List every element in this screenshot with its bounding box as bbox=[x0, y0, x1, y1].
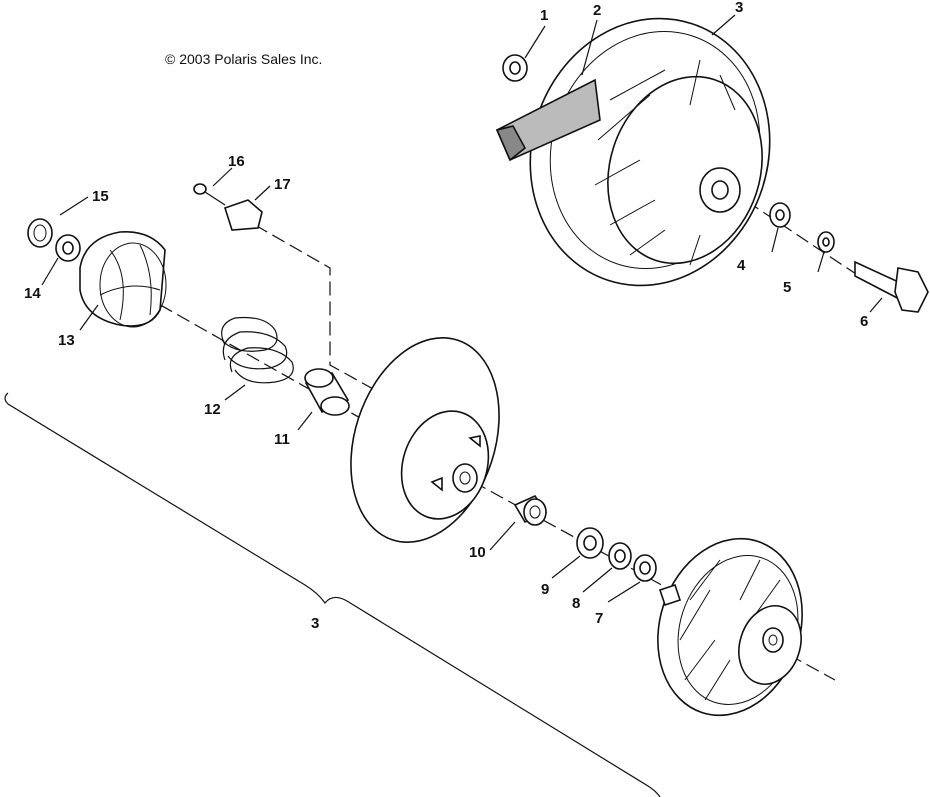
movable-sheave bbox=[350, 337, 500, 543]
callout-13: 13 bbox=[58, 332, 75, 349]
washer-part-7 bbox=[633, 554, 657, 582]
callout-7: 7 bbox=[595, 610, 603, 627]
bushing-part-10 bbox=[513, 494, 548, 526]
washer-part-4 bbox=[769, 202, 791, 228]
bolt-part-6 bbox=[854, 260, 929, 313]
callout-8: 8 bbox=[572, 595, 580, 612]
callout-6: 6 bbox=[860, 313, 868, 330]
lockwasher-part-5 bbox=[817, 231, 835, 253]
callout-5: 5 bbox=[783, 279, 791, 296]
callout-4: 4 bbox=[737, 257, 746, 274]
washer-part-14 bbox=[55, 234, 81, 262]
callout-9: 9 bbox=[541, 581, 549, 598]
washer-part-9 bbox=[576, 527, 604, 559]
helix-cam-part-13 bbox=[79, 231, 167, 328]
washer-part-8 bbox=[608, 542, 632, 570]
washer-part-1 bbox=[502, 54, 528, 82]
spring-part-12 bbox=[221, 316, 294, 384]
callout-17: 17 bbox=[274, 176, 291, 193]
callout-15: 15 bbox=[92, 188, 109, 205]
callout-12: 12 bbox=[204, 401, 221, 418]
callout-16: 16 bbox=[228, 153, 245, 170]
driven-sheave bbox=[529, 17, 771, 287]
snap-ring-part-15 bbox=[27, 218, 53, 248]
callout-10: 10 bbox=[469, 544, 486, 561]
copyright-notice: © 2003 Polaris Sales Inc. bbox=[165, 51, 323, 67]
drive-belt bbox=[495, 78, 601, 162]
bushing-part-11 bbox=[304, 368, 350, 416]
callout-1: 1 bbox=[540, 7, 548, 24]
leader-lines bbox=[41, 14, 883, 603]
callout-3: 3 bbox=[735, 0, 743, 16]
callout-14: 14 bbox=[24, 285, 41, 302]
fixed-sheave bbox=[657, 537, 803, 717]
weight-part-17 bbox=[224, 199, 263, 231]
axis-line-pin bbox=[254, 224, 376, 391]
callout-assembly: 3 bbox=[311, 615, 319, 632]
screw-part-16 bbox=[193, 183, 226, 206]
callout-2: 2 bbox=[593, 2, 601, 19]
assembly-bracket bbox=[4, 392, 661, 797]
callout-11: 11 bbox=[274, 431, 290, 448]
